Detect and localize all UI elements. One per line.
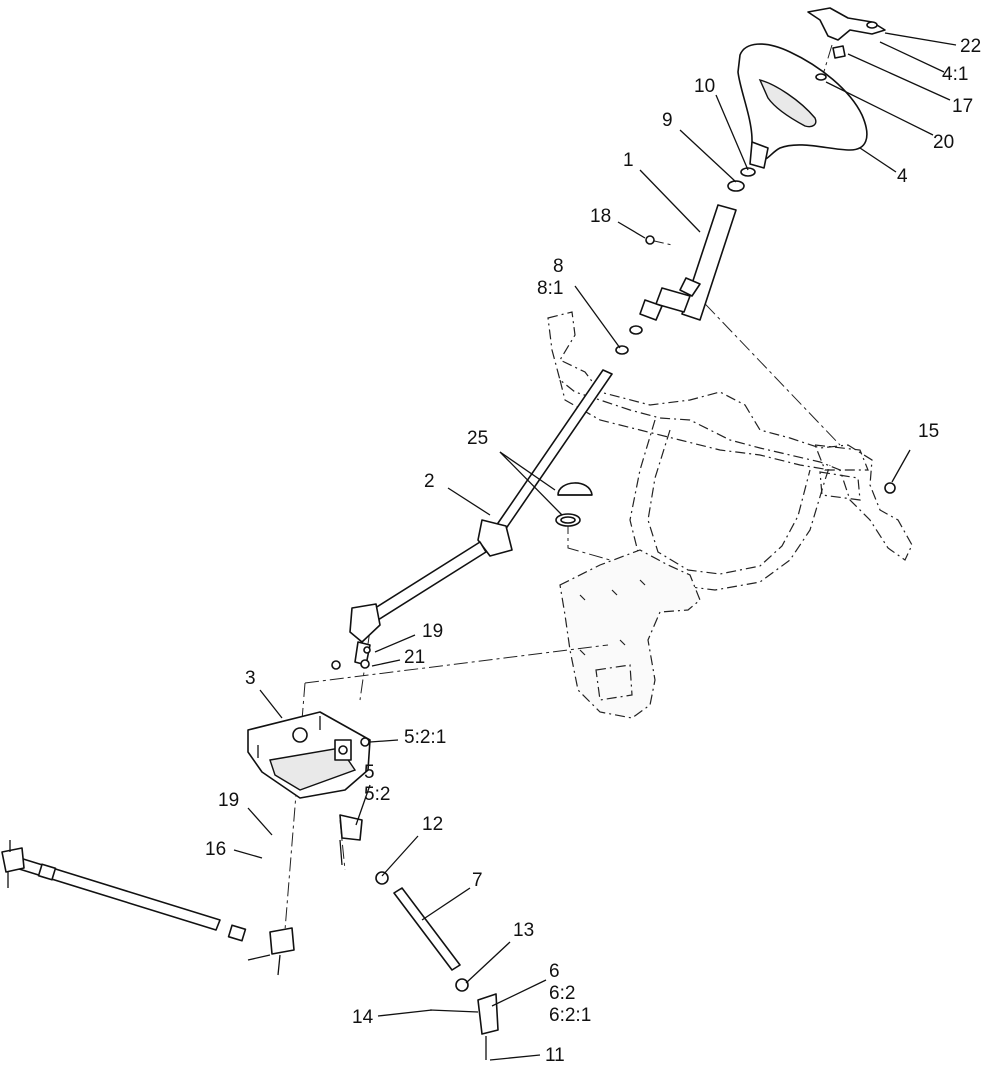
steering-gearbox xyxy=(247,660,371,799)
callout-15: 15 xyxy=(918,421,939,442)
frame-phantom-outline xyxy=(547,311,913,719)
callout-19-upper: 19 xyxy=(422,621,443,642)
callout-5: 5 xyxy=(364,762,375,783)
callout-6: 6 xyxy=(549,961,560,982)
callout-11: 11 xyxy=(545,1045,565,1066)
callout-4-1: 4:1 xyxy=(942,64,968,85)
callout-1: 1 xyxy=(623,150,634,171)
callout-6-2: 6:2 xyxy=(549,983,575,1004)
callout-19-lower: 19 xyxy=(218,790,239,811)
callout-22: 22 xyxy=(960,36,981,57)
steering-wheel xyxy=(737,7,886,169)
callout-3: 3 xyxy=(245,668,256,689)
callout-9: 9 xyxy=(662,110,673,131)
callout-17: 17 xyxy=(952,96,973,117)
callout-12: 12 xyxy=(422,814,443,835)
callout-leader-lines xyxy=(233,32,957,1061)
callout-16: 16 xyxy=(205,839,226,860)
callout-8-1: 8:1 xyxy=(537,278,563,299)
callout-5-2: 5:2 xyxy=(364,784,390,805)
callout-labels: 22 4:1 17 20 4 10 9 1 18 8 8:1 15 25 2 1… xyxy=(205,36,981,1066)
callout-2: 2 xyxy=(424,471,435,492)
dust-boot-and-seal xyxy=(555,482,593,527)
drag-link xyxy=(339,814,499,1060)
callout-8: 8 xyxy=(553,256,564,277)
callout-21: 21 xyxy=(404,647,425,668)
callout-25: 25 xyxy=(467,428,488,449)
callout-18: 18 xyxy=(590,206,611,227)
callout-10: 10 xyxy=(694,76,715,97)
steering-column-tube xyxy=(615,167,756,355)
callout-6-2-1: 6:2:1 xyxy=(549,1005,591,1026)
assembly-centerlines xyxy=(284,44,841,931)
callout-5-2-1: 5:2:1 xyxy=(404,727,446,748)
callout-13: 13 xyxy=(513,920,534,941)
left-tie-rod xyxy=(1,840,295,976)
callout-7: 7 xyxy=(472,870,483,891)
callout-20: 20 xyxy=(933,132,954,153)
callout-4: 4 xyxy=(897,166,908,187)
callout-14: 14 xyxy=(352,1007,374,1028)
